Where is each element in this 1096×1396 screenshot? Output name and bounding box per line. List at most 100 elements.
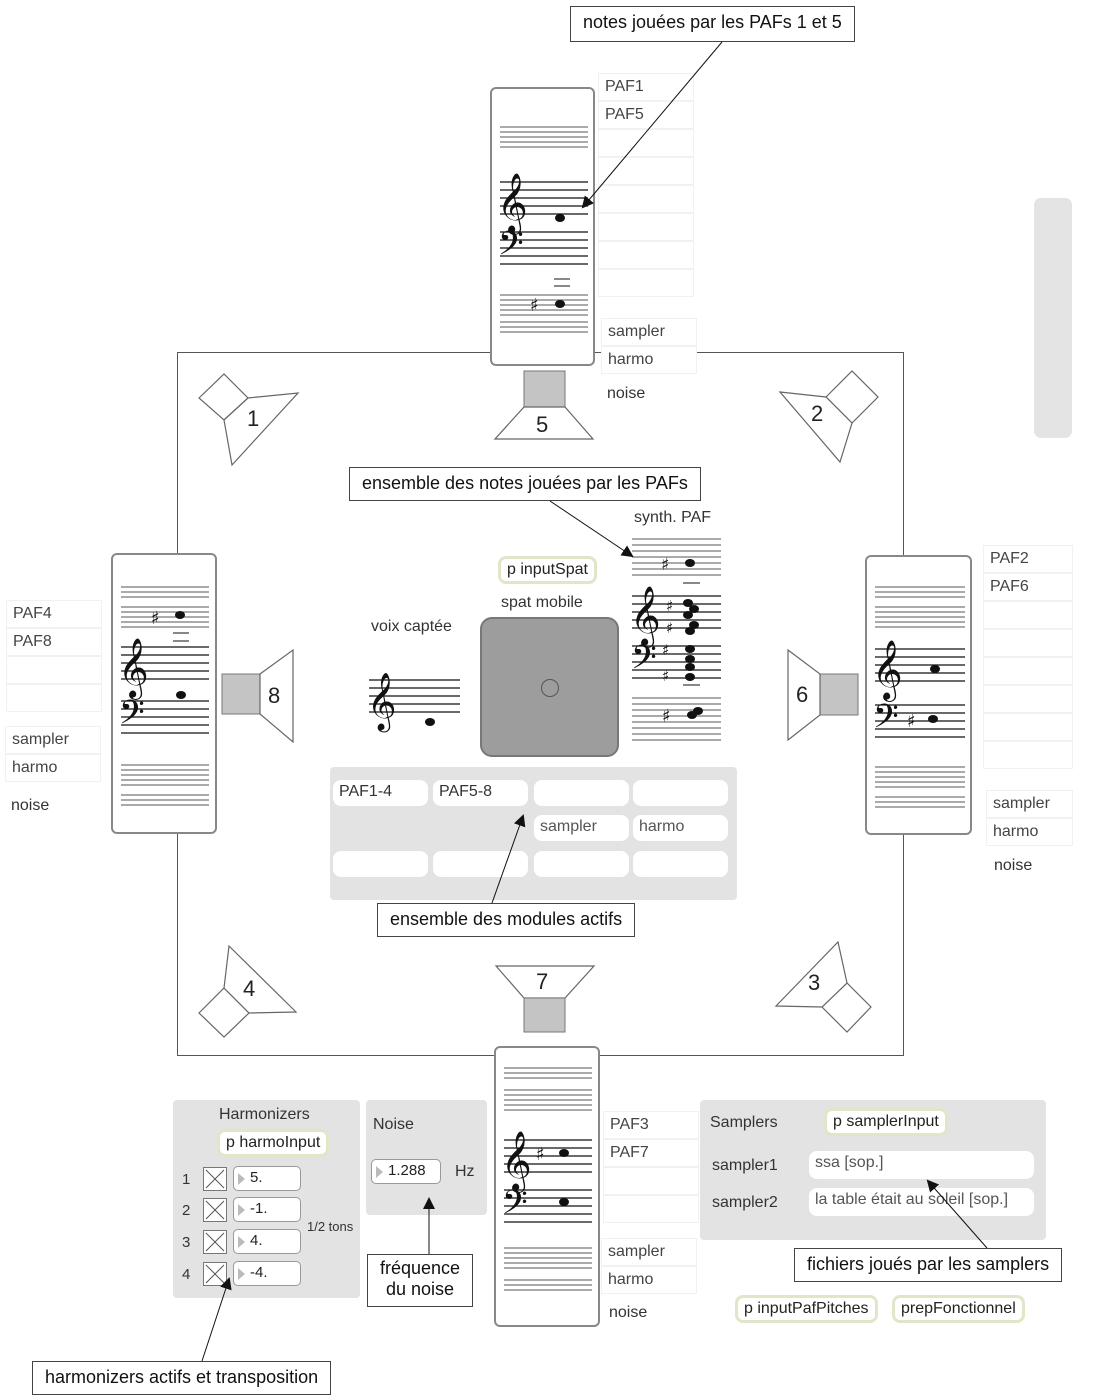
bottom-empty-1 [603,1167,699,1195]
top-empty-4 [598,213,694,241]
bottom-harmo-label: harmo [601,1266,697,1294]
noise-title: Noise [373,1116,414,1133]
svg-text:𝄢: 𝄢 [873,698,899,744]
harmo-row-1-index: 1 [182,1171,191,1188]
left-sampler-label: sampler [5,726,101,754]
sampler2-file[interactable]: la table était au soleil [sop.] [809,1188,1034,1216]
svg-text:♯: ♯ [661,555,669,575]
samplers-title: Samplers [710,1114,778,1131]
active-module-1: PAF1-4 [333,780,428,806]
active-module-2: PAF5-8 [433,780,528,806]
speaker-8[interactable]: 8 [221,648,294,744]
right-sampler-label: sampler [986,790,1073,818]
left-staff-notation: ♯ 𝄞 𝄢 [118,586,209,806]
speaker-4[interactable]: 4 [198,944,298,1038]
sampler1-file[interactable]: ssa [sop.] [809,1151,1034,1179]
svg-text:𝄞: 𝄞 [501,1131,532,1193]
harmo-4-transposition[interactable]: -4. [233,1261,301,1286]
harmo-2-transposition[interactable]: -1. [233,1197,301,1222]
prep-fonctionnel-object[interactable]: prepFonctionnel [892,1295,1025,1323]
svg-text:♯: ♯ [662,667,669,685]
left-paf-label-2: PAF8 [6,628,102,656]
right-empty-6 [983,741,1073,769]
speaker-1[interactable]: 1 [198,373,300,467]
speaker-6[interactable]: 6 [787,648,859,742]
active-module-7: sampler [534,815,629,841]
svg-text:𝄞: 𝄞 [630,586,661,648]
bottom-staff-notation: 𝄞 ♯ 𝄢 [501,1067,592,1291]
active-module-10 [433,851,528,877]
harmo-1-toggle[interactable] [203,1167,227,1191]
spat-input-object[interactable]: p inputSpat [498,556,597,584]
callout-paf15: notes jouées par les PAFs 1 et 5 [570,6,855,42]
callout-ensemble-notes: ensemble des notes jouées par les PAFs [349,467,701,501]
bottom-paf-label-1: PAF3 [603,1111,699,1139]
svg-text:♯: ♯ [662,706,671,727]
speaker-2[interactable]: 2 [778,370,879,464]
sampler-input-object[interactable]: p samplerInput [824,1108,948,1136]
sampler1-label: sampler1 [712,1157,778,1174]
speaker-5[interactable]: 5 [493,370,595,440]
active-module-4 [633,780,728,806]
right-staff-notation: 𝄞 𝄢 ♯ [872,586,965,808]
voice-label: voix captée [371,618,452,635]
speaker-7[interactable]: 7 [494,965,596,1033]
voice-staff: 𝄞 [367,672,460,733]
harmo-4-toggle[interactable] [203,1262,227,1286]
svg-text:♯: ♯ [151,608,160,629]
speaker-6-label: 6 [796,682,808,707]
svg-text:𝄞: 𝄞 [872,640,903,702]
svg-text:𝄢: 𝄢 [631,639,657,685]
harmonizers-title: Harmonizers [219,1106,310,1123]
synth-staff: 𝄞 𝄢 ♯ ♯ ♯ ♯ ♯ ♯ [630,538,721,741]
synth-paf-label: synth. PAF [634,509,712,526]
active-module-3 [534,780,629,806]
input-paf-pitches-object[interactable]: p inputPafPitches [735,1295,878,1323]
bottom-empty-2 [603,1195,699,1223]
bottom-sampler-label: sampler [601,1238,697,1266]
top-sampler-label: sampler [601,318,697,346]
harmo-row-4-index: 4 [182,1266,191,1283]
speaker-8-label: 8 [268,683,280,708]
active-module-12 [633,851,728,877]
speaker-3-label: 3 [808,970,820,995]
right-paf-label-1: PAF2 [983,545,1073,573]
callout-samplers: fichiers joués par les samplers [794,1248,1063,1282]
harmo-3-toggle[interactable] [203,1230,227,1254]
top-empty-6 [598,269,694,297]
svg-text:𝄢: 𝄢 [498,225,524,271]
harmo-2-toggle[interactable] [203,1198,227,1222]
harmo-1-transposition[interactable]: 5. [233,1166,301,1191]
callout-harmonizers: harmonizers actifs et transposition [32,1361,332,1395]
bottom-staff-panel: 𝄞 ♯ 𝄢 [494,1046,600,1327]
callout-noise-frequency: fréquence du noise [367,1254,474,1307]
top-staff-notation: 𝄞 𝄢 ♯ [497,126,588,333]
speaker-2-label: 2 [811,401,823,426]
bottom-paf-label-2: PAF7 [603,1139,699,1167]
spat-position-handle[interactable] [541,679,559,697]
spat-mobile-label: spat mobile [501,594,583,611]
right-empty-2 [983,629,1073,657]
right-empty-3 [983,657,1073,685]
svg-text:𝄞: 𝄞 [497,173,528,235]
noise-frequency-field[interactable]: 1.288 [371,1159,441,1184]
svg-text:♯: ♯ [536,1144,545,1165]
active-module-8: harmo [633,815,728,841]
svg-text:♯: ♯ [666,619,673,637]
speaker-5-label: 5 [536,412,548,437]
spat-pad[interactable] [480,617,619,757]
harmo-3-transposition[interactable]: 4. [233,1229,301,1254]
callout-ensemble-modules: ensemble des modules actifs [377,903,636,937]
top-empty-3 [598,185,694,213]
noise-panel [366,1100,487,1215]
svg-text:𝄞: 𝄞 [367,672,397,733]
speaker-3[interactable]: 3 [774,940,872,1033]
svg-text:♯: ♯ [662,641,669,659]
active-module-11 [534,851,629,877]
harmo-input-object[interactable]: p harmoInput [217,1129,330,1157]
right-empty-4 [983,685,1073,713]
scrollbar[interactable] [1034,198,1072,438]
speaker-7-label: 7 [536,969,548,994]
svg-text:♯: ♯ [530,295,539,316]
